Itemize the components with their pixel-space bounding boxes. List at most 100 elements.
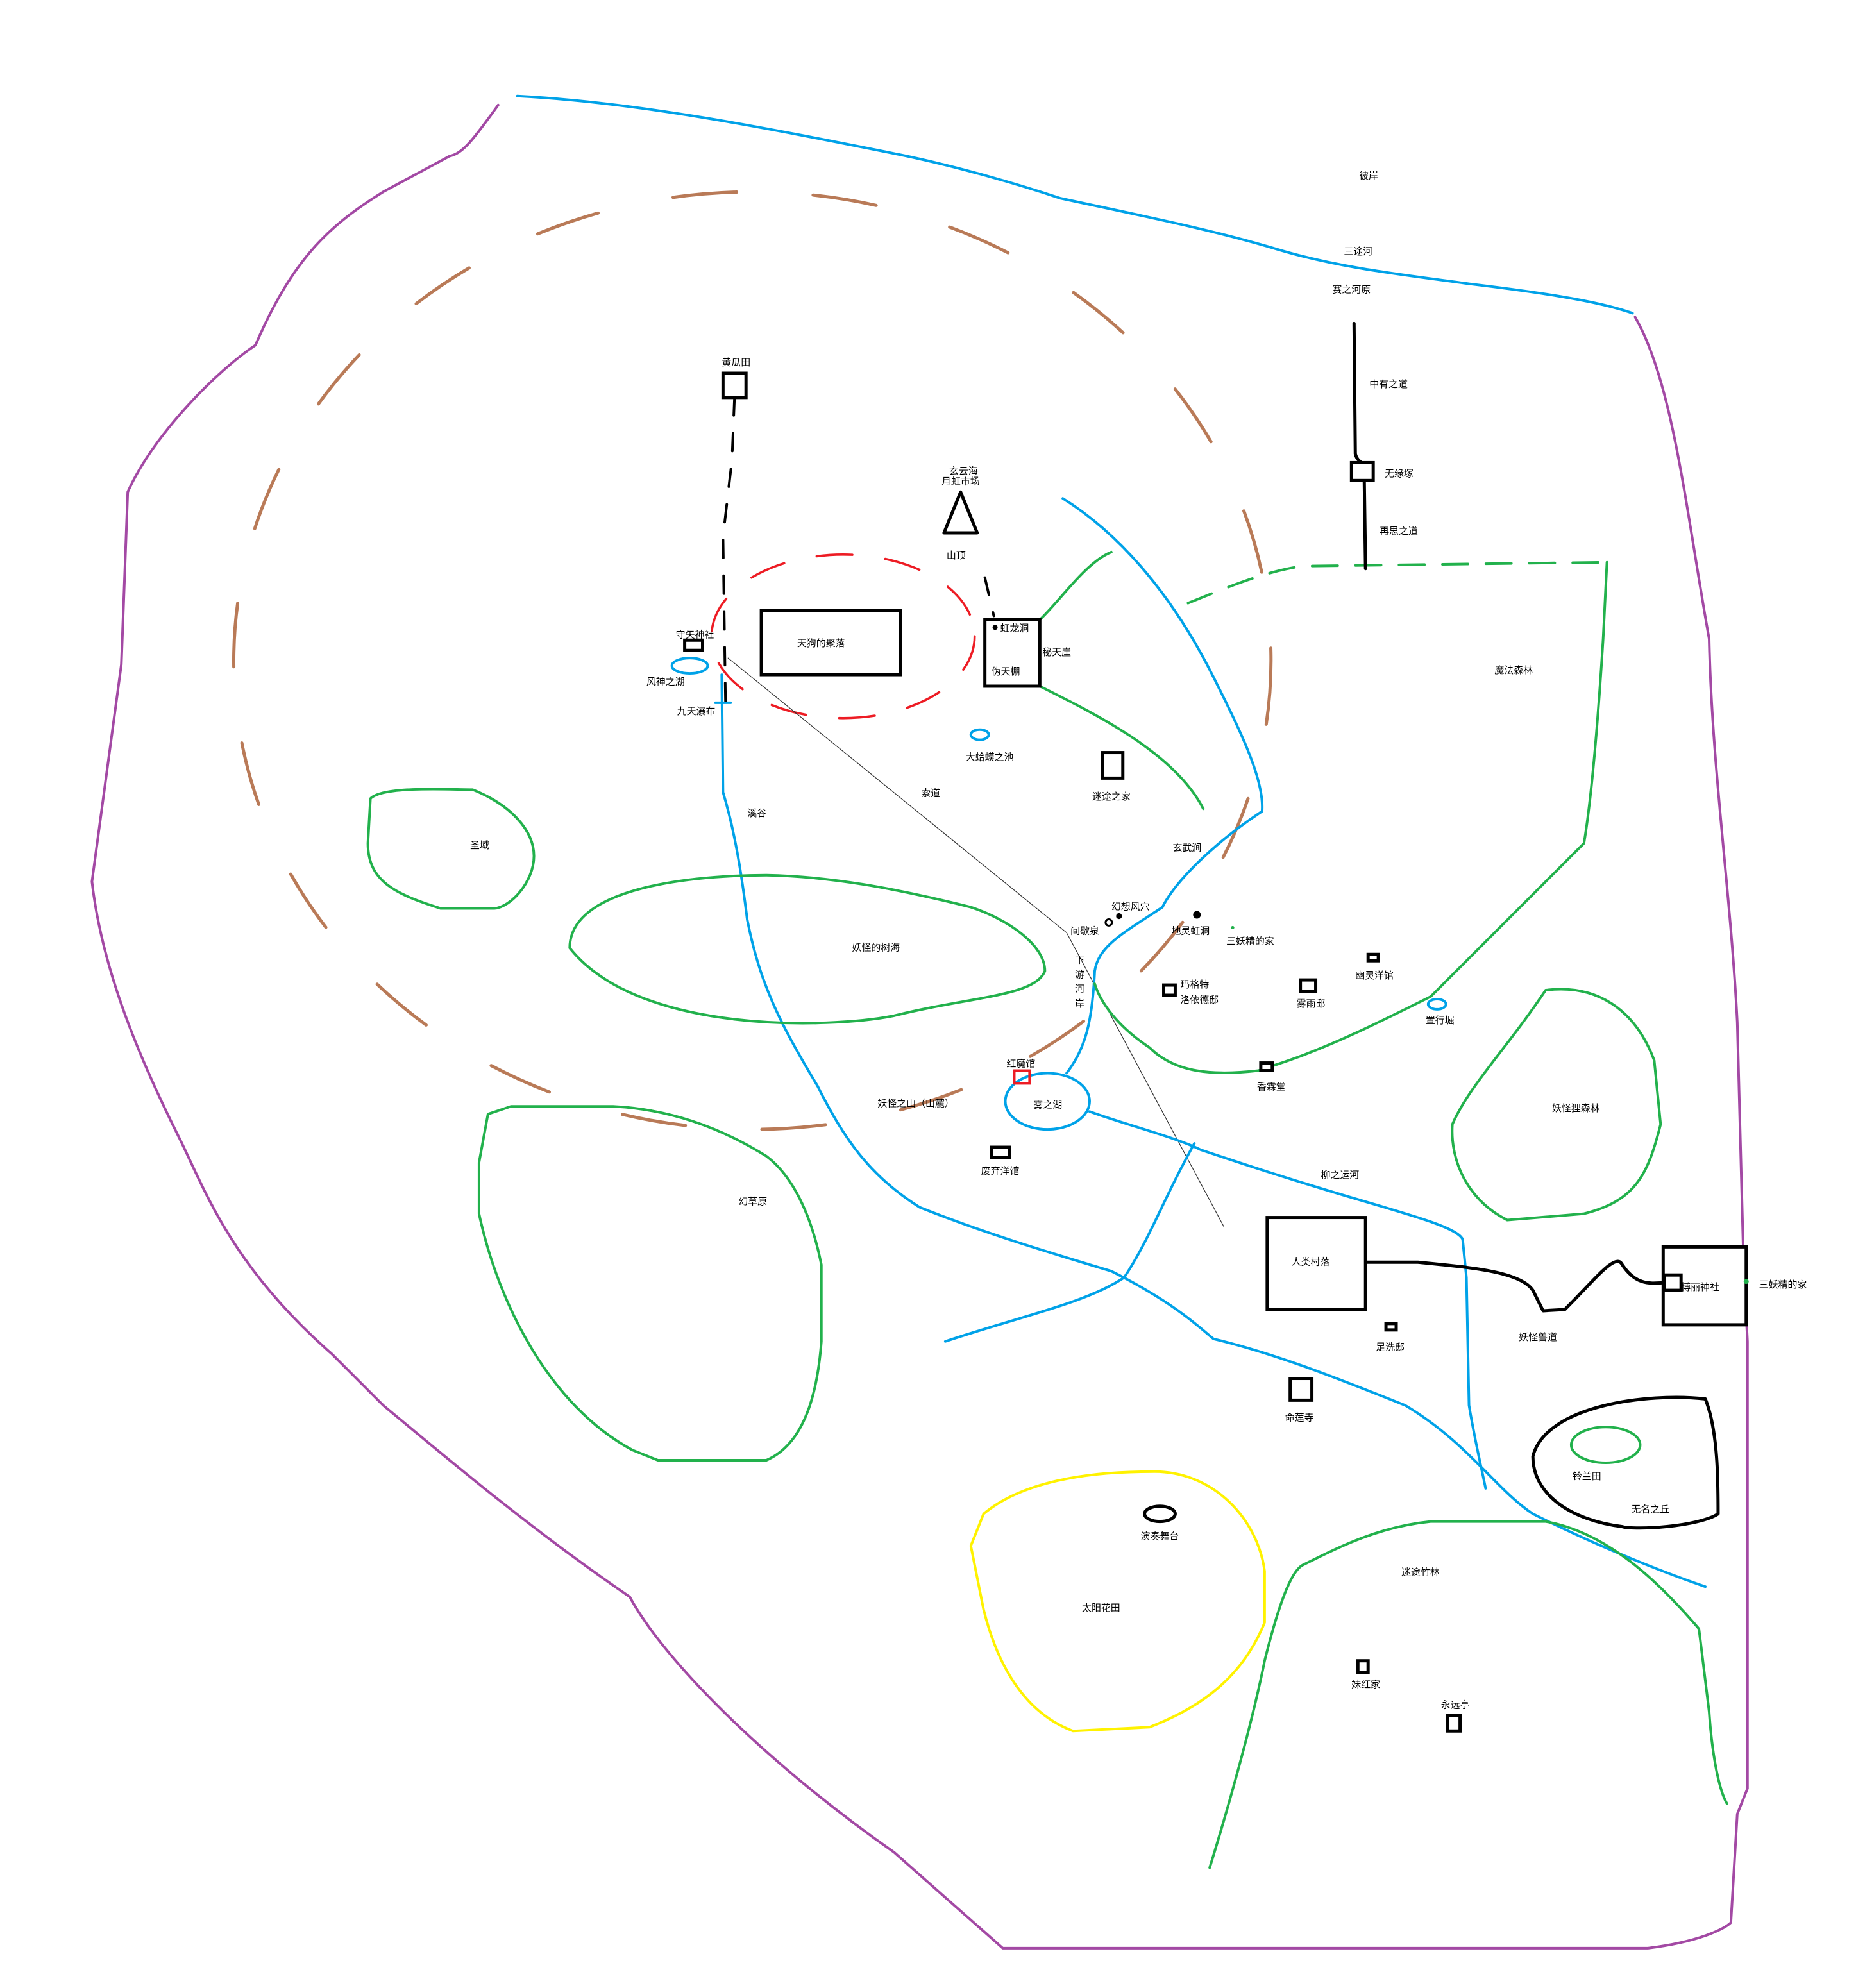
kirisame-house-marker[interactable] [1299, 978, 1318, 993]
mayoiga-marker[interactable] [1101, 751, 1125, 780]
youkai-forest [568, 873, 1047, 1025]
margatroid-house-marker[interactable] [1162, 983, 1177, 997]
human-village-building[interactable] [1265, 1216, 1367, 1311]
summit-triangle[interactable] [942, 490, 979, 535]
label-sanyousei-1: 三妖精的家 [1226, 935, 1274, 947]
wind-cave-dot[interactable] [1116, 913, 1122, 920]
label-geckou: 月虹市场 [941, 475, 980, 487]
label-myouren: 命莲寺 [1285, 1411, 1314, 1423]
nameless-hill [1531, 1395, 1720, 1530]
misty-lake [1004, 1072, 1091, 1131]
label-chirei: 地灵虹洞 [1171, 925, 1210, 936]
geyser-ring[interactable] [1104, 918, 1113, 927]
label-haiki: 废弃洋馆 [981, 1165, 1020, 1177]
label-kirinoko: 雾之湖 [1033, 1099, 1062, 1110]
path-cucumber-field [722, 396, 736, 707]
label-karyuu: 下游河岸 [1074, 954, 1085, 1013]
sanctuary-area [366, 788, 536, 910]
ashiarai-house-marker[interactable] [1384, 1322, 1398, 1332]
ghost-mansion-marker[interactable] [1366, 952, 1380, 963]
label-kouryuu: 虹龙洞 [1000, 622, 1029, 634]
forest-of-magic-north-edge [1186, 560, 1608, 605]
ropeway-line [727, 657, 1224, 1227]
concert-stage [1143, 1504, 1177, 1524]
label-taiyou: 太阳花田 [1082, 1602, 1120, 1613]
label-hakurei: 博丽神社 [1681, 1281, 1719, 1293]
label-koumakan: 红魔馆 [1007, 1058, 1036, 1070]
label-suzuran: 铃兰田 [1573, 1470, 1601, 1482]
kourindou-marker[interactable] [1259, 1061, 1274, 1072]
label-kirisame: 雾雨邸 [1297, 998, 1326, 1009]
muenzuka-marker[interactable] [1349, 460, 1375, 482]
wind-god-lake [670, 657, 709, 675]
label-sanyousei-2: 三妖精的家 [1759, 1279, 1807, 1290]
forest-of-magic [1093, 560, 1608, 1074]
hiten-cliff-line-south [1038, 684, 1205, 811]
myouren-temple-marker[interactable] [1288, 1377, 1314, 1402]
label-summit: 山顶 [947, 550, 966, 561]
hiten-cliff-line-north [1038, 550, 1113, 621]
underground-cave-dot[interactable] [1193, 911, 1201, 919]
label-kemono: 妖怪兽道 [1519, 1331, 1557, 1343]
label-ensou: 演奏舞台 [1141, 1530, 1179, 1542]
label-genbu: 玄武涧 [1172, 842, 1201, 854]
label-ashiarai: 足洗邸 [1376, 1342, 1405, 1353]
label-keikoku: 溪谷 [747, 807, 766, 819]
hakurei-shrine-marker[interactable] [1662, 1273, 1683, 1292]
beast-path [1363, 1259, 1665, 1313]
path-summit [983, 576, 995, 618]
sanzu-river [516, 94, 1634, 315]
label-genun: 玄云海 [949, 465, 978, 476]
label-kourindou: 香霖堂 [1257, 1081, 1286, 1092]
label-hiten: 秘天崖 [1042, 646, 1071, 658]
lily-field [1569, 1426, 1642, 1464]
toad-pond [969, 728, 990, 741]
three-fairies-dot-east[interactable] [1743, 1279, 1749, 1285]
label-kyuuri: 黄瓜田 [722, 357, 750, 368]
label-muenzuka: 无缘塚 [1385, 468, 1414, 479]
label-moriya: 守矢神社 [676, 628, 714, 640]
label-higan: 彼岸 [1359, 170, 1378, 181]
scarlet-devil-mansion-marker[interactable] [1013, 1069, 1031, 1085]
eientei-marker[interactable] [1446, 1714, 1462, 1733]
fantasy-meadow [477, 1105, 823, 1462]
label-ningen: 人类村落 [1292, 1256, 1330, 1267]
label-chuu: 中有之道 [1369, 378, 1408, 390]
river-genbu [1061, 497, 1264, 1075]
cucumber-field-marker[interactable] [721, 371, 748, 400]
label-mayoi: 迷途之家 [1092, 791, 1131, 802]
label-eientei: 永远亭 [1441, 1699, 1470, 1710]
map-labels: 彼岸 三途河 赛之河原 中有之道 无缘塚 再思之道 黄瓜田 玄云海 月虹市场 山… [470, 170, 1807, 1710]
label-gensou: 幻草原 [738, 1196, 767, 1208]
label-sainokawara: 赛之河原 [1332, 284, 1371, 296]
label-jukai: 妖怪的树海 [852, 941, 900, 953]
border-boundary [90, 103, 1749, 1950]
three-fairies-dot[interactable] [1231, 925, 1235, 930]
mokou-house-marker[interactable] [1356, 1659, 1370, 1674]
river-southwest [943, 1142, 1196, 1343]
label-margatroid-1: 玛格特 [1180, 979, 1209, 990]
yanagi-canal [1088, 1110, 1487, 1490]
label-yuurei: 幽灵洋馆 [1355, 970, 1394, 981]
label-gama: 大蛤蟆之池 [966, 752, 1014, 763]
label-fuujin: 风神之湖 [646, 676, 685, 687]
label-seiiki: 圣域 [470, 839, 489, 851]
saishi-road [1362, 478, 1367, 571]
label-saishi: 再思之道 [1380, 525, 1418, 537]
label-youkaiyama: 妖怪之山（山麓） [877, 1097, 954, 1109]
tengu-village-building[interactable] [759, 609, 902, 677]
label-fuuketsu: 幻想风穴 [1111, 901, 1150, 913]
youkai-mountain-boundary [232, 190, 1273, 1131]
label-mumei: 无名之丘 [1632, 1504, 1670, 1515]
moriya-shrine-marker[interactable] [683, 638, 704, 652]
sunflower-field [969, 1470, 1266, 1733]
label-tengu: 天狗的聚落 [797, 637, 845, 649]
tanuki-forest [1451, 988, 1662, 1222]
rainbow-dragon-cave-dot [992, 625, 998, 630]
label-kanketsu: 间歇泉 [1070, 925, 1099, 936]
bamboo-forest [1208, 1520, 1728, 1869]
rainbow-dragon-cave-building[interactable] [983, 618, 1042, 688]
abandoned-mansion-marker[interactable] [990, 1145, 1011, 1159]
label-gitenpeng: 伪天棚 [992, 666, 1020, 677]
